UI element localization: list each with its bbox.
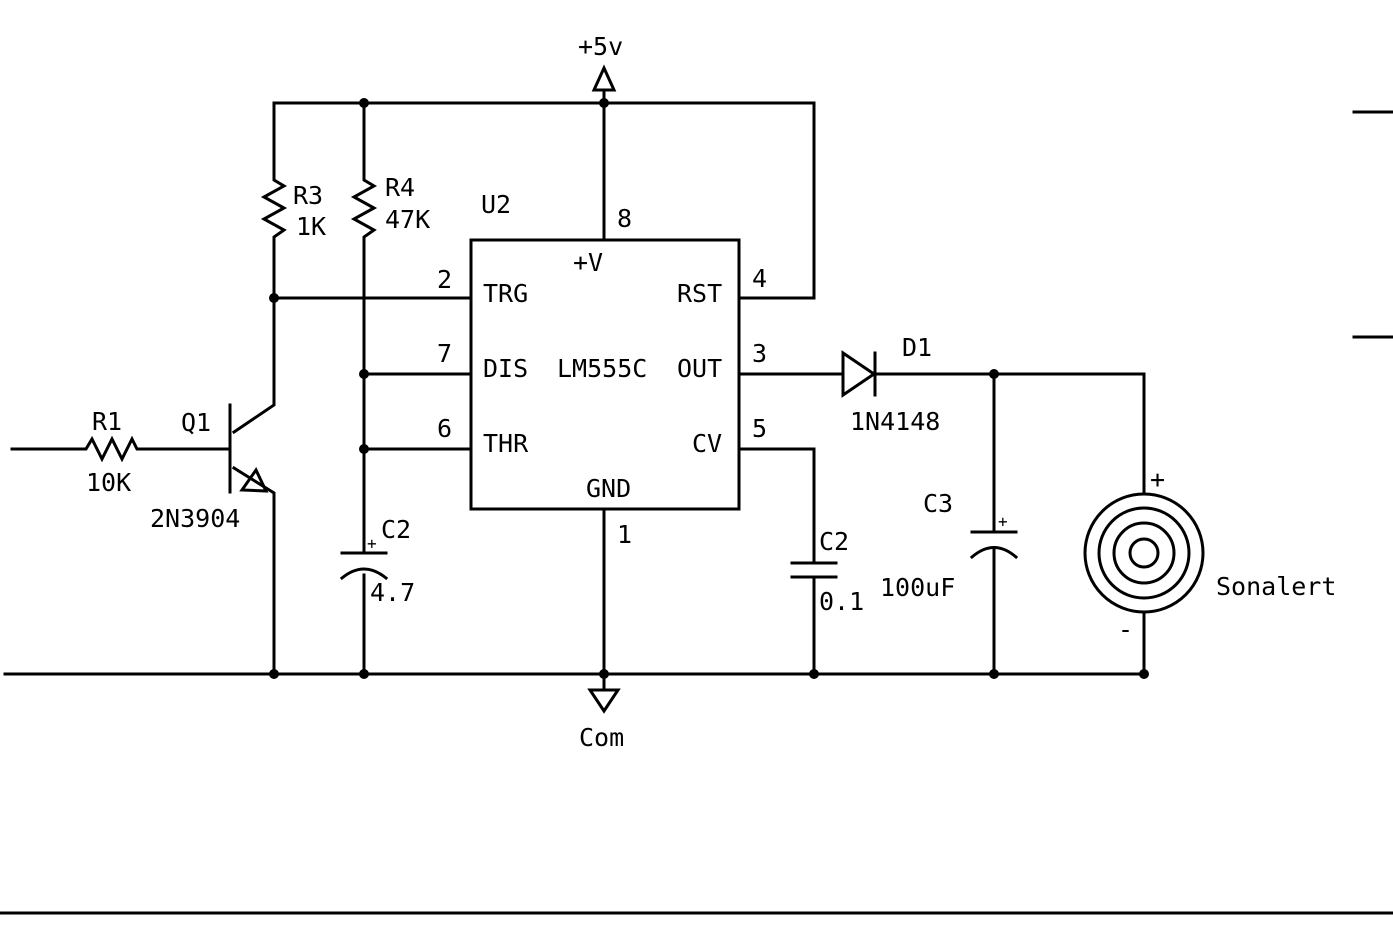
- wires: [0, 88, 1393, 915]
- buzzer-name-label: Sonalert: [1216, 572, 1336, 601]
- pin-number-1: 1: [617, 520, 632, 549]
- buzzer-minus-label: -: [1118, 615, 1133, 644]
- buzzer-outer-ring-icon: [1083, 492, 1205, 614]
- pin-number-7: 7: [437, 339, 452, 368]
- capacitor-curved-plate: [339, 567, 389, 581]
- resistor-r1: R1 10K: [76, 407, 144, 497]
- resistor-zigzag-icon: [76, 435, 144, 463]
- c2-timing-polarity: +: [367, 534, 377, 553]
- supply-label: +5v: [578, 32, 623, 61]
- c2-cv-value-label: 0.1: [819, 587, 864, 616]
- r4-value-label: 47K: [385, 205, 430, 234]
- pin-name-gnd: GND: [586, 474, 631, 503]
- resistor-r3: R3 1K: [260, 173, 326, 244]
- pin-number-5: 5: [752, 414, 767, 443]
- junction-dot: [359, 369, 369, 379]
- d1-value-label: 1N4148: [850, 407, 940, 436]
- junction-dot: [359, 669, 369, 679]
- ground-arrow-icon: [587, 688, 621, 714]
- junction-dot: [269, 669, 279, 679]
- pin-name-out: OUT: [677, 354, 722, 383]
- buzzer-center-icon: [1128, 537, 1160, 569]
- pin-name-rst: RST: [677, 279, 722, 308]
- c3-polarity: +: [998, 512, 1008, 531]
- c2-timing-ref-label: C2: [381, 515, 411, 544]
- q1-emitter-wire: [231, 465, 276, 676]
- junctions: [269, 98, 1149, 679]
- r1-value-label: 10K: [86, 468, 131, 497]
- pin-name-cv: CV: [692, 429, 722, 458]
- pin-name-trg: TRG: [483, 279, 528, 308]
- ground-label: Com: [579, 723, 624, 752]
- capacitor-curved-plate: [969, 546, 1019, 560]
- reset-tie-wire: [737, 101, 816, 300]
- junction-dot: [989, 669, 999, 679]
- emitter-arrow-icon: [239, 467, 269, 493]
- resistor-zigzag-icon: [350, 173, 378, 244]
- pin-name-thr: THR: [483, 429, 529, 458]
- c3-value-label: 100uF: [880, 573, 955, 602]
- junction-dot: [359, 444, 369, 454]
- ic-lm555c: U2 LM555C +V TRG DIS THR RST OUT CV GND …: [437, 190, 767, 549]
- junction-dot: [989, 369, 999, 379]
- junction-dot: [809, 669, 819, 679]
- buzzer-plus-label: +: [1150, 465, 1165, 494]
- pin-number-4: 4: [752, 264, 767, 293]
- buzzer-sonalert: + - Sonalert: [1083, 465, 1336, 644]
- r4-ref-label: R4: [385, 173, 415, 202]
- capacitor-c3: + C3 100uF: [880, 489, 1019, 602]
- ic-body: [469, 238, 741, 511]
- junction-dot: [359, 98, 369, 108]
- r3-ref-label: R3: [293, 181, 323, 210]
- capacitor-c2-cv: C2 0.1: [790, 527, 864, 616]
- diode-d1: D1 1N4148: [841, 333, 940, 436]
- buzzer-ring-icon: [1112, 521, 1176, 585]
- junction-dot: [599, 98, 609, 108]
- c3-ref-label: C3: [923, 489, 953, 518]
- q1-collector-wire: [231, 296, 276, 435]
- pin-number-6: 6: [437, 414, 452, 443]
- q1-ref-label: Q1: [181, 408, 211, 437]
- r1-ref-label: R1: [92, 407, 122, 436]
- junction-dot: [269, 293, 279, 303]
- ic-supply-pin-label: +V: [573, 248, 603, 277]
- junction-dot: [599, 669, 609, 679]
- c2-timing-value-label: 4.7: [370, 578, 415, 607]
- pin-number-8: 8: [617, 204, 632, 233]
- c2-cv-ref-label: C2: [819, 527, 849, 556]
- ground-symbol: Com: [579, 688, 624, 752]
- supply-arrow-icon: [591, 64, 617, 92]
- cv-wire: [737, 447, 816, 564]
- ic-ref-label: U2: [481, 190, 511, 219]
- r3-value-label: 1K: [296, 212, 326, 241]
- resistor-r4: R4 47K: [350, 173, 430, 244]
- ic-part-label: LM555C: [557, 354, 647, 383]
- capacitor-c2-timing: + C2 4.7: [339, 515, 415, 607]
- transistor-q1: Q1 2N3904: [150, 403, 269, 533]
- supply-symbol: +5v: [578, 32, 623, 92]
- diode-triangle-icon: [841, 350, 877, 398]
- pin-number-2: 2: [437, 265, 452, 294]
- buzzer-ring-icon: [1097, 506, 1191, 600]
- junction-dot: [1139, 669, 1149, 679]
- resistor-zigzag-icon: [260, 173, 288, 244]
- d1-ref-label: D1: [902, 333, 932, 362]
- pin-name-dis: DIS: [483, 354, 528, 383]
- q1-value-label: 2N3904: [150, 504, 240, 533]
- pin-number-3: 3: [752, 339, 767, 368]
